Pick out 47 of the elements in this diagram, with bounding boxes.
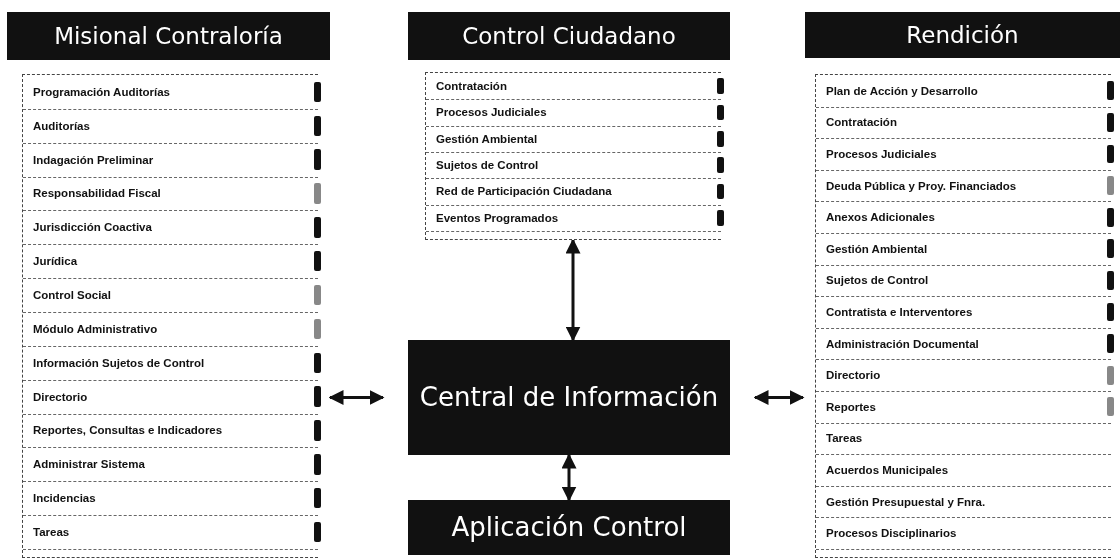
- item-label: Responsabilidad Fiscal: [32, 187, 161, 200]
- item-label: Gestión Ambiental: [435, 132, 538, 145]
- item-label: Información Sujetos de Control: [32, 356, 205, 369]
- item-label: Procesos Disciplinarios: [825, 527, 957, 540]
- item-label: Directorio: [825, 369, 881, 382]
- item-label: Directorio: [32, 390, 88, 403]
- item-label: Contratista e Interventores: [825, 306, 973, 318]
- item-label: Administración Documental: [825, 337, 979, 350]
- item-label: Anexos Adicionales: [825, 211, 935, 224]
- item-label: Red de Participación Ciudadana: [435, 185, 612, 198]
- double-arrow: [328, 390, 385, 405]
- item-label: Sujetos de Control: [435, 159, 539, 172]
- item-label: Contratación: [825, 116, 897, 129]
- double-arrow: [561, 453, 577, 502]
- item-label: Tareas: [32, 526, 70, 539]
- section-header: Misional Contraloría: [7, 12, 330, 60]
- item-label: Eventos Programados: [435, 211, 559, 224]
- item-label: Reportes: [825, 400, 876, 413]
- item-label: Gestión Presupuestal y Fnra.: [825, 495, 986, 508]
- item-label: Auditorías: [32, 119, 90, 132]
- section-header: Control Ciudadano: [408, 12, 730, 60]
- double-arrow: [565, 238, 581, 342]
- section-header: Aplicación Control: [408, 500, 730, 555]
- list-panel: [815, 74, 1111, 558]
- item-label: Acuerdos Municipales: [825, 464, 949, 476]
- item-label: Reportes, Consultas e Indicadores: [32, 424, 223, 437]
- item-label: Contratación: [435, 80, 507, 93]
- section-header: Rendición: [805, 12, 1120, 58]
- item-label: Procesos Judiciales: [435, 106, 547, 119]
- item-label: Sujetos de Control: [825, 274, 929, 287]
- item-label: Incidencias: [32, 492, 96, 505]
- item-label: Deuda Pública y Proy. Financiados: [825, 179, 1017, 192]
- item-label: Plan de Acción y Desarrollo: [825, 84, 978, 97]
- item-label: Administrar Sistema: [32, 458, 145, 471]
- item-label: Control Social: [32, 289, 111, 302]
- list-panel: [425, 72, 721, 240]
- item-label: Indagación Preliminar: [32, 153, 154, 166]
- item-label: Procesos Judiciales: [825, 148, 937, 160]
- item-label: Tareas: [825, 432, 863, 445]
- item-label: Jurisdicción Coactiva: [32, 221, 152, 234]
- central-box: Central de Información: [408, 340, 730, 455]
- double-arrow: [753, 390, 805, 405]
- item-label: Programación Auditorías: [32, 85, 170, 98]
- item-label: Módulo Administrativo: [32, 322, 158, 335]
- item-label: Gestión Ambiental: [825, 242, 928, 255]
- item-label: Jurídica: [32, 255, 78, 268]
- list-panel: [22, 74, 318, 558]
